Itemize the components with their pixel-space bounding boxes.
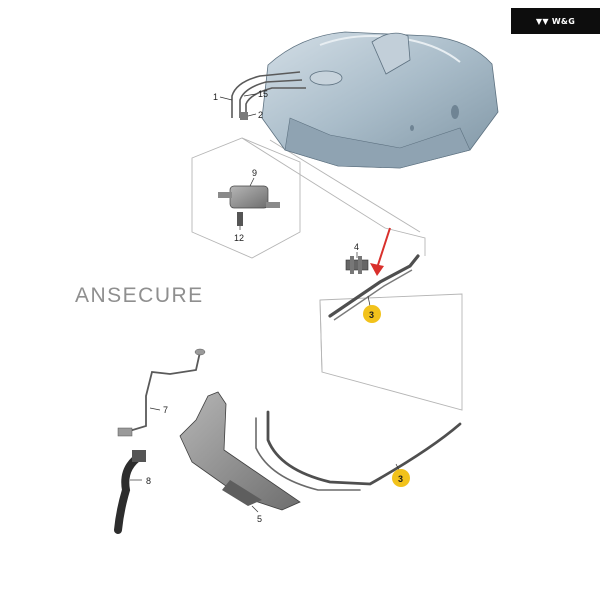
- callout-8: 8: [146, 476, 151, 486]
- filter-inlet: [218, 192, 232, 198]
- lower-line-2: [255, 417, 361, 491]
- tank-sender-unit: [309, 70, 343, 86]
- guide-box-rail: [319, 293, 463, 411]
- fuel-tank: [261, 31, 499, 169]
- watermark-text: ANSECURE: [75, 284, 204, 307]
- badge-3-lower-label: 3: [398, 474, 403, 484]
- clip-4: [345, 256, 369, 274]
- tank-port: [451, 105, 459, 119]
- filter-outlet: [266, 202, 280, 208]
- brand-logo: ▼▼ W&G: [511, 8, 600, 34]
- tank-port-2: [410, 125, 414, 131]
- fuel-filter: [218, 185, 280, 226]
- upper-rail-line: [328, 254, 420, 318]
- guide-line-upper-2: [269, 139, 421, 233]
- housing-5: [179, 391, 301, 511]
- badge-3-upper: 3: [363, 305, 381, 323]
- callout-7: 7: [163, 405, 168, 415]
- tank-top-ridge: [319, 35, 461, 63]
- callout-12: 12: [234, 233, 244, 243]
- lower-line-1: [266, 410, 462, 486]
- badge-3-lower: 3: [392, 469, 410, 487]
- callout-2: 2: [258, 110, 263, 120]
- guide-lines: [191, 137, 463, 411]
- callout-5: 5: [257, 514, 262, 524]
- upper-rail-line-2: [333, 269, 413, 321]
- callout-15: 15: [258, 89, 268, 99]
- red-arrow: [370, 227, 391, 276]
- bolt-12: [237, 212, 243, 226]
- line-1: [231, 71, 301, 118]
- tank-filler-neck: [371, 32, 411, 75]
- lower-fuel-lines: [255, 410, 462, 491]
- tank-lower-panel: [284, 117, 471, 169]
- callout-9: 9: [252, 168, 257, 178]
- hose-8: [114, 452, 144, 534]
- line-7: [117, 348, 206, 437]
- callout-4: 4: [354, 242, 359, 252]
- guide-line-mid: [319, 299, 323, 373]
- badge-3-upper-label: 3: [369, 310, 374, 320]
- connector-2: [240, 112, 248, 120]
- line-2: [245, 87, 306, 118]
- brand-name: W&G: [551, 16, 576, 26]
- brand-mark-icon: ▼▼: [535, 16, 549, 26]
- callout-1: 1: [213, 92, 218, 102]
- filter-body: [229, 185, 269, 209]
- line-15: [239, 79, 303, 118]
- guide-line-upper: [241, 137, 426, 256]
- hose-8-clamp: [132, 450, 146, 462]
- upper-fuel-rail: [328, 254, 420, 321]
- hose-lines-top: [231, 71, 306, 118]
